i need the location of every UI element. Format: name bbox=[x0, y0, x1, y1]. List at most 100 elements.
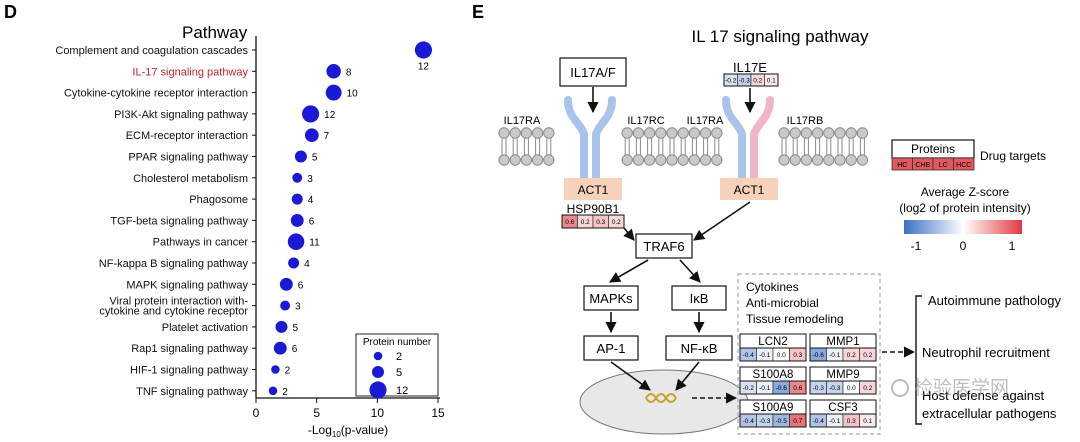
gene-mmp1-value: 0.2 bbox=[847, 352, 856, 359]
gene-mmp9-value: -0.3 bbox=[813, 385, 825, 392]
data-point-il-17-signaling-pathway bbox=[326, 64, 341, 79]
count-label: 4 bbox=[308, 195, 314, 206]
lipid-head bbox=[621, 154, 633, 166]
proteins-cell-label-chb: CHB bbox=[915, 162, 930, 169]
pathway-label-il-17-signaling-pathway: IL-17 signaling pathway bbox=[132, 66, 248, 78]
gene-lcn2-value: 0.3 bbox=[793, 352, 802, 359]
proteins-cell-label-lc: LC bbox=[939, 162, 948, 169]
lipid-head bbox=[711, 127, 723, 139]
data-point-ecm-receptor-interaction bbox=[304, 128, 319, 143]
lipid-head bbox=[498, 127, 510, 139]
proteins-cell-label-hc: HC bbox=[897, 162, 907, 169]
il17e-value: 0.1 bbox=[767, 78, 776, 85]
lipid-head bbox=[677, 154, 689, 166]
il17rb-chain bbox=[750, 96, 774, 182]
watermark: 检验医学网 bbox=[891, 377, 1009, 399]
count-label: 6 bbox=[309, 216, 315, 227]
count-label: 2 bbox=[285, 366, 291, 377]
pathway-label-ecm-receptor-interaction: ECM-receptor interaction bbox=[126, 130, 248, 142]
lipid-head bbox=[688, 154, 701, 166]
gene-s100a9-value: -0.5 bbox=[776, 418, 788, 425]
lipid-head bbox=[677, 127, 689, 139]
lipid-head bbox=[778, 127, 790, 139]
count-label: 7 bbox=[324, 131, 330, 142]
lipid-head bbox=[845, 154, 857, 166]
pathway-label-cholesterol-metabolism: Cholesterol metabolism bbox=[133, 173, 248, 185]
gene-s100a8-value: -0.6 bbox=[776, 385, 788, 392]
data-point-platelet-activation bbox=[275, 320, 288, 333]
count-label: 6 bbox=[298, 280, 304, 291]
arrow-ap1-dna bbox=[610, 361, 651, 391]
count-label: 5 bbox=[312, 153, 318, 164]
count-label: 11 bbox=[309, 238, 320, 249]
lipid-head bbox=[666, 127, 678, 139]
traf6-box bbox=[635, 233, 693, 259]
zscore-tick-high: 1 bbox=[1009, 239, 1016, 253]
pathway-label-pathways-in-cancer: Pathways in cancer bbox=[153, 237, 249, 249]
zscore-subtitle: (log2 of protein intensity) bbox=[899, 201, 1030, 215]
data-point-tnf-signaling-pathway bbox=[268, 386, 278, 396]
legend-label-2: 2 bbox=[396, 351, 402, 363]
act1-left: ACT1 bbox=[578, 183, 609, 197]
outcome-bracket bbox=[915, 295, 922, 425]
gene-mmp1-value: -0.6 bbox=[813, 352, 825, 359]
pathway-label-mapk-signaling-pathway: MAPK signaling pathway bbox=[126, 279, 248, 291]
lipid-head bbox=[856, 127, 869, 139]
il17e-value: -0.3 bbox=[739, 78, 751, 85]
lipid-head bbox=[632, 127, 645, 139]
data-point-cholesterol-metabolism bbox=[292, 172, 303, 183]
legend-label-12: 12 bbox=[396, 385, 408, 397]
gene-csf3-frame bbox=[809, 413, 877, 428]
pathway-label-viral-protein-interaction-with: Viral protein interaction with-cytokine … bbox=[99, 296, 248, 318]
lipid-head bbox=[699, 127, 712, 139]
hsp90b1-value: 0.2 bbox=[612, 219, 621, 226]
panel-d-letter: D bbox=[4, 2, 17, 22]
gene-s100a9-value: 0.7 bbox=[793, 418, 802, 425]
il17e-value: -0.2 bbox=[725, 78, 737, 85]
pathway-label-ppar-signaling-pathway: PPAR signaling pathway bbox=[128, 152, 248, 164]
gene-mmp9-value: 0.0 bbox=[847, 385, 856, 392]
x-tick-label: 10 bbox=[371, 406, 385, 420]
il17e-value: 0.2 bbox=[753, 78, 762, 85]
hsp90b1-value: 0.6 bbox=[565, 219, 574, 226]
data-point-hif-1-signaling-pathway bbox=[271, 365, 280, 374]
lipid-head bbox=[778, 154, 790, 166]
ligand-il17af-box bbox=[559, 57, 627, 87]
gene-s100a9-value: -0.3 bbox=[759, 418, 771, 425]
lipid-head bbox=[823, 154, 835, 166]
legend-label-5: 5 bbox=[396, 367, 402, 379]
lipid-head bbox=[520, 127, 533, 139]
lipid-head bbox=[543, 127, 555, 139]
data-point-pathways-in-cancer bbox=[287, 233, 305, 250]
data-point-pi3k-akt-signaling-pathway bbox=[302, 105, 320, 123]
traf6-label: TRAF6 bbox=[643, 239, 684, 254]
zscore-colorbar bbox=[904, 220, 1022, 234]
lipid-head bbox=[834, 154, 846, 166]
category-antimicrobial: Anti-microbial bbox=[746, 296, 819, 310]
gene-s100a8-value: 0.6 bbox=[793, 385, 802, 392]
zscore-tick-low: -1 bbox=[911, 239, 922, 253]
gene-s100a8-value: -0.1 bbox=[759, 385, 771, 392]
count-label: 2 bbox=[282, 387, 288, 398]
count-label: 6 bbox=[292, 344, 298, 355]
nfkb-box bbox=[665, 335, 733, 361]
x-axis bbox=[255, 36, 440, 399]
gene-csf3-value: 0.1 bbox=[863, 418, 872, 425]
category-cytokines: Cytokines bbox=[746, 280, 799, 294]
gene-label-mmp1: MMP1 bbox=[826, 336, 859, 348]
data-point-nf-kappa-b-signaling-pathway bbox=[288, 257, 300, 269]
gene-lcn2-value: 0.0 bbox=[777, 352, 786, 359]
ap1-box bbox=[583, 335, 639, 361]
lipid-head bbox=[531, 127, 544, 139]
proteins-cell-hcc bbox=[953, 157, 975, 171]
lipid-head bbox=[811, 154, 824, 166]
receptor-label-1: IL17RA bbox=[504, 115, 541, 127]
proteins-legend-title: Proteins bbox=[911, 142, 955, 156]
lipid-head bbox=[800, 154, 813, 166]
pathway-label-rap1-signaling-pathway: Rap1 signaling pathway bbox=[131, 343, 248, 355]
data-point-phagosome bbox=[291, 193, 303, 205]
zscore-title: Average Z-score bbox=[921, 185, 1010, 199]
lipid-head bbox=[789, 127, 801, 139]
x-tick-label: 15 bbox=[431, 406, 445, 420]
